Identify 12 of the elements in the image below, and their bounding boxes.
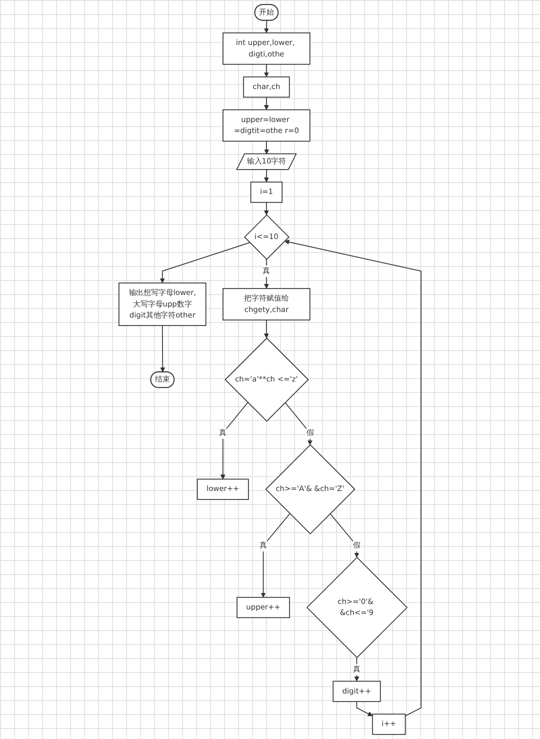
arrow [160, 242, 250, 284]
arrow [264, 64, 269, 78]
arrow [264, 20, 269, 34]
arrow [356, 701, 373, 716]
arrow [264, 202, 269, 216]
arrow [160, 325, 166, 372]
arrow [220, 402, 248, 480]
arrow [264, 169, 269, 182]
arrow [264, 140, 270, 154]
arrow [264, 96, 269, 110]
arrow [260, 513, 290, 598]
arrow [264, 320, 269, 338]
